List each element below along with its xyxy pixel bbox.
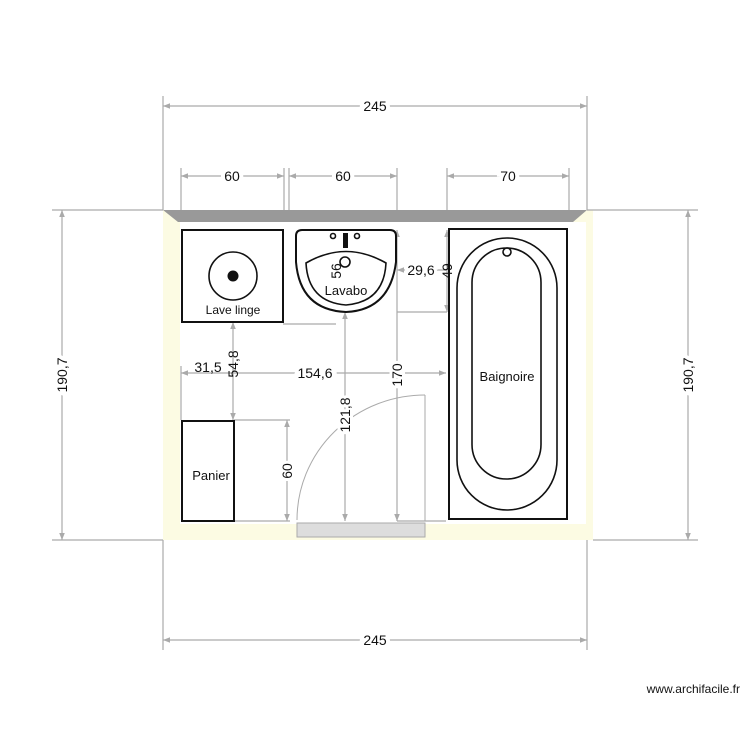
lave-linge[interactable]: Lave linge [181, 229, 284, 323]
dimension-lines [52, 96, 698, 650]
dim-height-170: 170 [389, 363, 405, 387]
dim-panier-gap: 54,8 [225, 350, 241, 377]
baignoire-label: Baignoire [480, 369, 535, 384]
dim-lave-linge-width: 60 [224, 168, 240, 184]
dim-left-offset: 31,5 [194, 359, 221, 375]
dim-lavabo-depth: 56 [328, 263, 344, 279]
dim-baignoire-width: 70 [500, 168, 516, 184]
dim-top-total: 245 [363, 98, 387, 114]
panier-label: Panier [192, 468, 230, 483]
baignoire[interactable]: Baignoire [448, 228, 568, 520]
lavabo-label: Lavabo [325, 283, 368, 298]
dim-bottom-total: 245 [363, 632, 387, 648]
panier[interactable]: Panier [181, 420, 235, 522]
lave-linge-label: Lave linge [206, 303, 261, 317]
dim-height-121-8: 121,8 [337, 397, 353, 432]
dim-gap-height: 49 [439, 263, 455, 279]
watermark: www.archifacile.fr [646, 682, 740, 696]
dim-left-height: 190,7 [54, 357, 70, 392]
wall-top [163, 210, 587, 222]
dim-panier-height: 60 [279, 463, 295, 479]
dim-right-height: 190,7 [680, 357, 696, 392]
dim-gap-lavabo-baignoire: 29,6 [407, 262, 434, 278]
dim-inner-width: 154,6 [297, 365, 332, 381]
dim-lavabo-width: 60 [335, 168, 351, 184]
lavabo[interactable]: Lavabo [295, 229, 397, 314]
door[interactable] [296, 394, 426, 538]
